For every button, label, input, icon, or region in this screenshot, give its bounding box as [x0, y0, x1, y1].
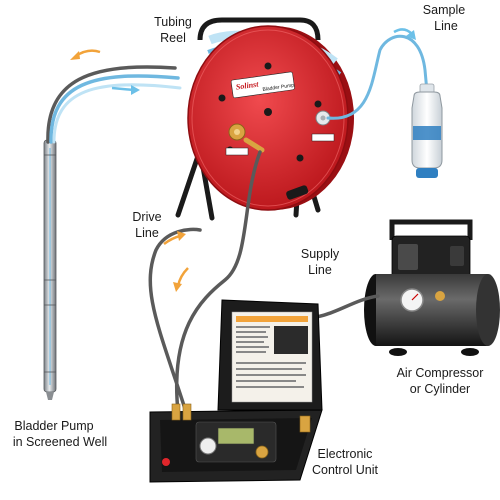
- flow-arrow-pump-out: [70, 49, 101, 60]
- label-supply-line-line2: Line: [308, 263, 332, 277]
- label-sample-line-line2: Line: [434, 19, 458, 33]
- label-air-compressor-line2: or Cylinder: [410, 382, 470, 396]
- label-tubing-reel-line1: Tubing: [154, 15, 192, 29]
- flow-arrow-drive-down: [173, 267, 189, 292]
- reel-brand-plate: Solinst Bladder Pump: [230, 71, 295, 99]
- reel-fitting-left: [225, 123, 249, 156]
- flow-arrow-pump-in: [111, 85, 140, 95]
- reel-brand-logo: Solinst: [235, 79, 259, 91]
- flow-arrow-drive-up: [163, 231, 186, 246]
- flow-arrow-sample: [393, 28, 416, 40]
- label-air-compressor-line1: Air Compressor: [397, 366, 484, 380]
- sample-line: [326, 34, 429, 120]
- drive-line: [148, 150, 262, 414]
- label-tubing-reel: Tubing Reel: [154, 15, 192, 45]
- label-air-compressor: Air Compressor or Cylinder: [397, 366, 484, 396]
- label-drive-line: Drive Line: [132, 210, 161, 240]
- label-supply-line-line1: Supply: [301, 247, 340, 261]
- label-bladder-pump-line1: Bladder Pump: [14, 419, 93, 433]
- air-compressor: [364, 219, 500, 356]
- pump-tubing: [46, 65, 182, 144]
- label-control-unit-line2: Control Unit: [312, 463, 379, 477]
- label-tubing-reel-line2: Reel: [160, 31, 186, 45]
- reel-crank-handle: [286, 185, 309, 200]
- label-drive-line-line1: Drive: [132, 210, 161, 224]
- label-bladder-pump-line2: in Screened Well: [13, 435, 107, 449]
- reel-brand-subtitle: Bladder Pump: [262, 83, 294, 93]
- label-drive-line-line2: Line: [135, 226, 159, 240]
- label-sample-line-line1: Sample: [423, 3, 465, 17]
- control-gauge-icon: [199, 437, 217, 455]
- sample-bottle: [411, 83, 443, 178]
- reel-fitting-right: [311, 110, 335, 142]
- label-control-unit: Electronic Control Unit: [312, 447, 379, 477]
- control-unit: [149, 299, 323, 483]
- control-knob-icon: [255, 445, 269, 459]
- lcd-display: [217, 427, 255, 445]
- label-supply-line: Supply Line: [301, 247, 340, 277]
- label-bladder-pump: Bladder Pump in Screened Well: [13, 419, 107, 449]
- tubing-reel: Solinst Bladder Pump: [175, 17, 354, 221]
- label-control-unit-line1: Electronic: [318, 447, 373, 461]
- instruction-sheet: [231, 311, 313, 403]
- bladder-pump: [43, 139, 57, 400]
- label-sample-line: Sample Line: [423, 3, 465, 33]
